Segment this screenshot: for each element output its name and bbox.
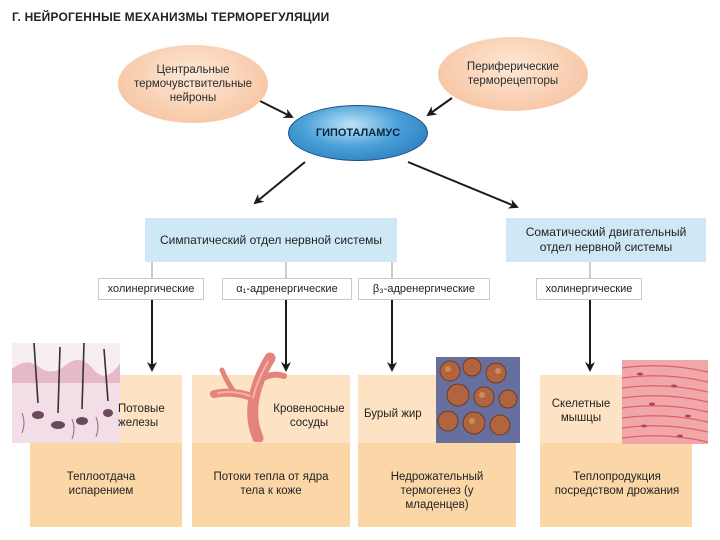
somatic-system-label: Соматический двигательный отдел нервной … xyxy=(525,225,687,254)
panel-vessels-top xyxy=(192,375,350,443)
sympathetic-system-label: Симпатический отдел нервной системы xyxy=(159,232,383,247)
receptor-cholinergic-sweat: холинергические xyxy=(98,278,204,300)
vessels-result-label: Потоки тепла от ядра тела к коже xyxy=(213,471,329,497)
skeletal-muscle-label: Скелетные мышцы xyxy=(551,398,611,424)
receptor-beta3-adrenergic: β₃-адренергические xyxy=(358,278,490,300)
sweat-result-label: Теплоотдача испарением xyxy=(66,471,136,497)
receptor-alpha1-adrenergic: α₁-адренергические xyxy=(222,278,352,300)
brown-fat-label: Бурый жир xyxy=(364,408,422,420)
panel-sweat-bottom xyxy=(30,443,182,527)
skin-section-image xyxy=(12,343,120,443)
panel-muscle-bottom xyxy=(540,443,692,527)
arrow-peripheral-to-hypo xyxy=(426,97,453,117)
blood-vessel-image xyxy=(210,352,287,442)
peripheral-receptors-ellipse: Периферические терморецепторы xyxy=(438,37,588,111)
hypothalamus-label: ГИПОТАЛАМУС xyxy=(315,127,401,139)
sweat-glands-label: Потовые железы xyxy=(118,403,165,429)
arrow-central-to-hypo xyxy=(257,99,294,118)
central-neurons-ellipse: Центральные термочувствительные нейроны xyxy=(118,45,268,123)
peripheral-receptors-label: Периферические терморецепторы xyxy=(466,61,560,87)
blood-vessels-label: Кровеносные сосуды xyxy=(273,403,345,429)
arrow-hypo-to-symp xyxy=(253,161,306,205)
arrow-hypo-to-somatic xyxy=(407,161,519,209)
panel-brown-fat-bottom xyxy=(358,443,516,527)
central-neurons-label: Центральные термочувствительные нейроны xyxy=(133,64,253,104)
receptor-cholinergic-muscle: холинергические xyxy=(536,278,642,300)
brown-fat-tissue-image xyxy=(436,357,520,443)
skeletal-muscle-image xyxy=(622,360,708,444)
sympathetic-system-box: Симпатический отдел нервной системы xyxy=(145,218,397,262)
hypothalamus-ellipse: ГИПОТАЛАМУС xyxy=(288,105,428,161)
muscle-result-label: Теплопродукция посредством дрожания xyxy=(554,471,680,497)
diagram-title: Г. НЕЙРОГЕННЫЕ МЕХАНИЗМЫ ТЕРМОРЕГУЛЯЦИИ xyxy=(12,10,330,24)
panel-vessels-bottom xyxy=(192,443,350,527)
somatic-system-box: Соматический двигательный отдел нервной … xyxy=(506,218,706,262)
brown-fat-result-label: Недрожательный термогенез (у младенцев) xyxy=(390,471,484,511)
